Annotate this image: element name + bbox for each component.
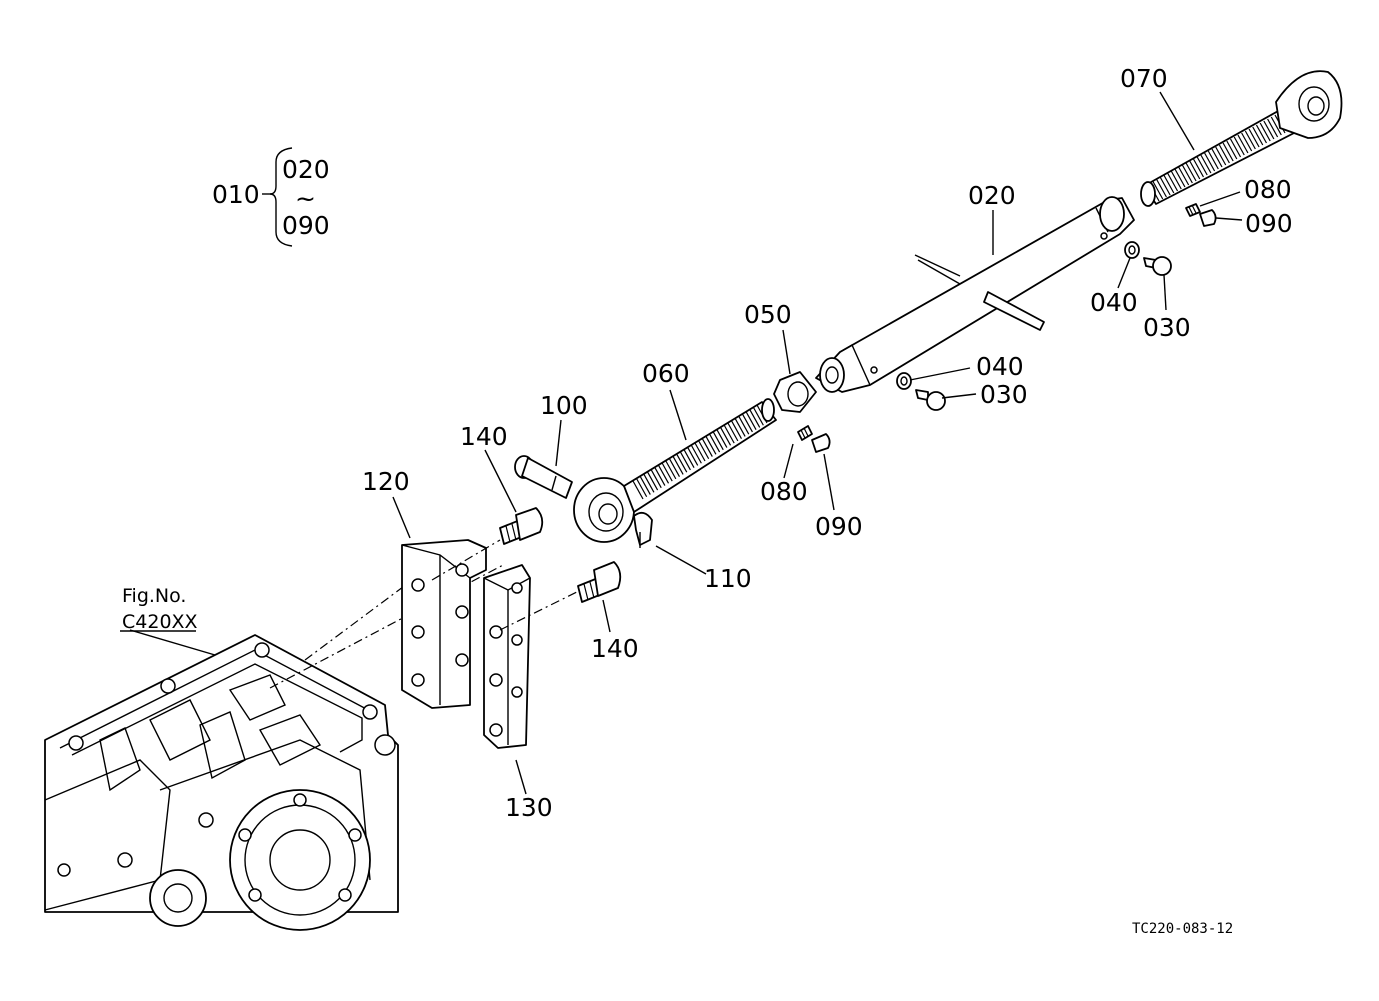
callout-020: 020 [968, 181, 1016, 210]
lock-washer-040-lower [896, 372, 912, 390]
rod-end-060 [573, 398, 777, 543]
callout-130: 130 [505, 793, 553, 822]
callout-010: 010 [212, 180, 260, 209]
figure-ref-code: C420XX [122, 611, 198, 633]
set-screw-080-lower [797, 425, 813, 441]
callout-030-lower: 030 [980, 380, 1028, 409]
drawing-id: TC220-083-12 [1132, 921, 1233, 937]
callout-range-tilde: ~ [295, 184, 316, 213]
callout-110: 110 [704, 564, 752, 593]
set-screw-080-upper [1185, 203, 1201, 217]
callout-060: 060 [642, 359, 690, 388]
nut-050 [773, 371, 817, 413]
assembly-bracket-010 [262, 147, 293, 247]
thread-070 [1148, 114, 1286, 202]
pin-100 [514, 455, 573, 499]
callout-range-end-090: 090 [282, 211, 330, 240]
callout-100: 100 [540, 391, 588, 420]
callout-040-lower: 040 [976, 352, 1024, 381]
bolt-140-lower [577, 561, 622, 603]
bracket-120 [401, 539, 487, 709]
figure-ref-label: Fig.No. [122, 585, 186, 607]
callout-070: 070 [1120, 64, 1168, 93]
bracket-130 [431, 539, 586, 749]
pin-090-lower [811, 433, 831, 453]
gear-case [44, 563, 506, 931]
callout-labels: 010 020 ~ 090 070 020 080 090 040 030 05… [212, 64, 1293, 822]
rod-end-070 [1140, 70, 1343, 207]
callout-140-upper: 140 [460, 422, 508, 451]
callout-140-lower: 140 [591, 634, 639, 663]
lock-washer-040-upper [1124, 241, 1140, 259]
callout-090-lower: 090 [815, 512, 863, 541]
callout-090-upper: 090 [1245, 209, 1293, 238]
callout-120: 120 [362, 467, 410, 496]
callout-050: 050 [744, 300, 792, 329]
callout-080-upper: 080 [1244, 175, 1292, 204]
callout-080-lower: 080 [760, 477, 808, 506]
callout-040-upper: 040 [1090, 288, 1138, 317]
pin-090-upper [1199, 209, 1217, 227]
callout-range-start-020: 020 [282, 155, 330, 184]
bolt-140-upper [499, 507, 544, 545]
leader-lines [129, 91, 1243, 795]
pin-110 [633, 511, 653, 548]
screw-030-upper [1143, 256, 1172, 276]
screw-030-lower [915, 389, 946, 411]
callout-030-upper: 030 [1143, 313, 1191, 342]
figure-reference: Fig.No. C420XX [120, 585, 198, 633]
tube-020 [815, 196, 1135, 393]
